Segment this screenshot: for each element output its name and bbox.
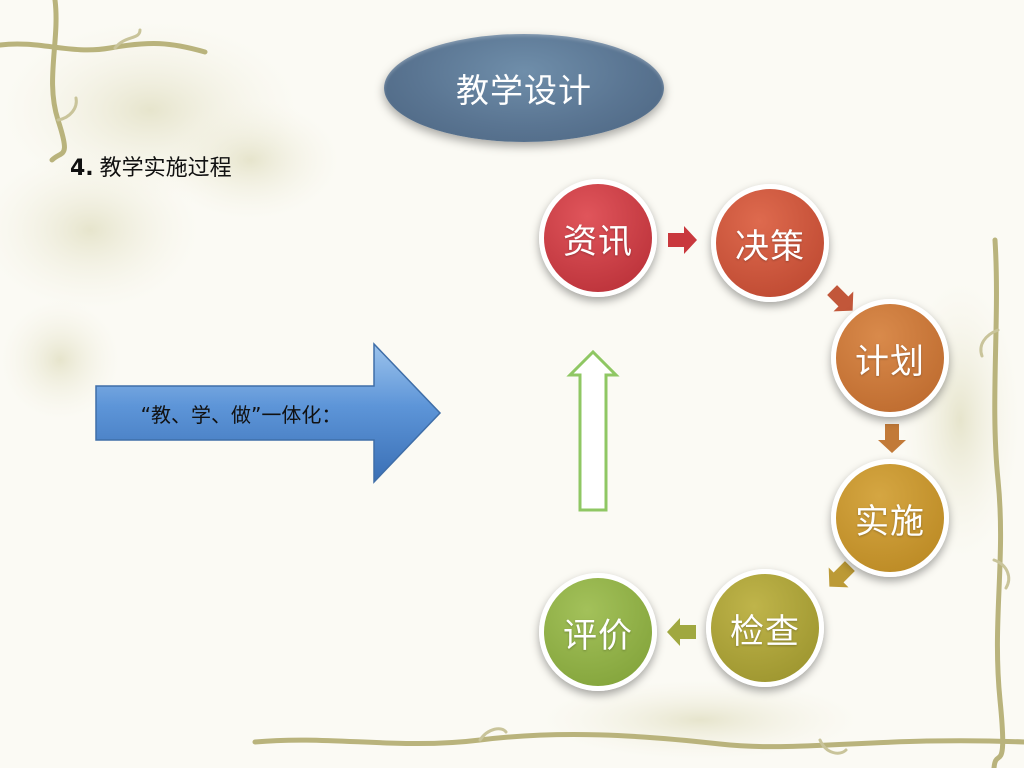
cycle-link-arrow xyxy=(668,226,697,254)
cycle-node: 资讯 xyxy=(539,179,657,297)
cycle-node: 计划 xyxy=(831,299,949,417)
cycle-connectors xyxy=(566,226,906,646)
cycle-link-arrow xyxy=(667,618,696,646)
cycle-node-label: 检查 xyxy=(730,611,800,652)
cycle-node: 评价 xyxy=(539,573,657,691)
cycle-node-label: 资讯 xyxy=(563,221,633,262)
cycle-node: 检查 xyxy=(706,569,824,687)
cycle-node: 实施 xyxy=(831,459,949,577)
section-heading: 4.教学实施过程 xyxy=(70,150,232,182)
section-title: 教学实施过程 xyxy=(99,156,232,181)
title-oval: 教学设计 xyxy=(384,34,664,142)
cycle-link-arrow xyxy=(827,285,854,312)
return-arrow xyxy=(566,349,620,512)
arrow-label: “教、学、做”一体化： xyxy=(140,402,342,427)
section-number: 4. xyxy=(70,156,94,181)
cycle-node-label: 决策 xyxy=(735,226,805,267)
title-text: 教学设计 xyxy=(456,71,592,110)
cycle-link-arrow xyxy=(828,561,855,588)
cycle-node-label: 实施 xyxy=(855,501,925,542)
cycle-link-arrow xyxy=(878,424,906,453)
cycle-node: 决策 xyxy=(711,184,829,302)
cycle-node-label: 评价 xyxy=(563,615,633,656)
cycle-node-label: 计划 xyxy=(855,341,925,382)
cycle-diagram: 资讯 决策 计划 实施 检查 评价 xyxy=(520,170,980,720)
big-arrow xyxy=(95,342,442,484)
